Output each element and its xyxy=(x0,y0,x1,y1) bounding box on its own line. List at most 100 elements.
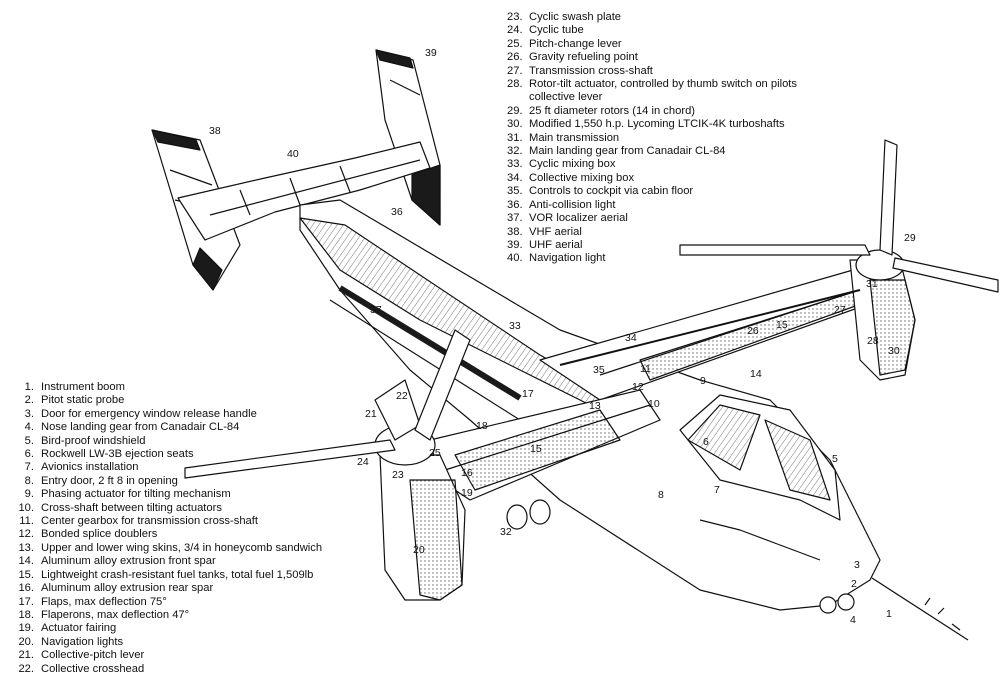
callout-24: 24 xyxy=(357,456,369,468)
callout-8: 8 xyxy=(658,489,664,501)
legend-item-number: 27. xyxy=(507,64,523,77)
legend-item-text: Main transmission xyxy=(529,131,620,144)
legend-item-number: 33. xyxy=(507,158,523,171)
legend-item-number: 3. xyxy=(24,407,34,420)
legend-item-text: Cyclic swash plate xyxy=(529,11,622,23)
legend-item: 33. Cyclic mixing box xyxy=(507,158,797,171)
legend-item-number: 9. xyxy=(24,488,34,501)
legend-item-number: 5. xyxy=(24,434,34,447)
callout-14: 14 xyxy=(750,368,762,380)
callout-35: 35 xyxy=(593,364,605,376)
legend-item-text: Transmission cross-shaft xyxy=(529,64,653,77)
legend-item: 36.Anti-collision light xyxy=(507,199,797,212)
legend-item-text: Collective mixing box xyxy=(529,171,635,184)
callout-40: 40 xyxy=(287,148,299,160)
legend-item-text: VOR localizer aerial xyxy=(529,212,628,225)
callout-30: 30 xyxy=(888,345,900,357)
legend-item: 14.Aluminum alloy extrusion front spar xyxy=(14,555,322,568)
legend-item: 25.Pitch-change lever xyxy=(507,38,797,51)
legend-item-text: Flaperons, max deflection 47° xyxy=(41,608,190,621)
legend-item-text: Rockwell LW-3B ejection seats xyxy=(41,448,194,461)
nose-landing-gear xyxy=(819,593,855,614)
legend-item: 40.Navigation light xyxy=(507,252,797,265)
legend-item: 22. Collective crosshead xyxy=(14,663,322,676)
callout-2: 2 xyxy=(851,578,857,590)
legend-item: 32. Main landing gear from Canadair CL-84 xyxy=(507,145,797,158)
legend-item: 7.Avionics installation xyxy=(14,461,322,474)
legend-item: 17.Flaps, max deflection 75° xyxy=(14,596,322,609)
legend-item-text: collective lever xyxy=(529,91,603,104)
callout-labels: 1 2 3 4 5 6 7 8 9 10 11 12 13 14 15 15 1… xyxy=(209,47,916,626)
legend-item-text: Actuator fairing xyxy=(41,622,117,635)
legend-item: 2.Pitot static probe xyxy=(14,394,322,407)
legend-item-number: 14. xyxy=(18,555,34,568)
legend-item-text: Cyclic mixing box xyxy=(529,158,616,171)
legend-item-number: 22. xyxy=(18,662,34,675)
transmission-cross-shaft xyxy=(559,289,861,366)
legend-item-number: 6. xyxy=(24,448,34,461)
legend-item-text: Controls to cockpit via cabin floor xyxy=(529,185,694,198)
left-engine-nacelle xyxy=(374,424,466,601)
legend-item: 26.Gravity refueling point xyxy=(507,51,797,64)
legend-item: 10.Cross-shaft between tilting actuators xyxy=(14,502,322,515)
legend-item-text: Door for emergency window release handle xyxy=(41,407,257,420)
legend-item-text: Modified 1,550 h.p. Lycoming LTCIK-4K tu… xyxy=(529,118,785,131)
legend-item-number: 38. xyxy=(507,225,523,238)
legend-item-text: 25 ft diameter rotors (14 in chord) xyxy=(529,104,696,117)
legend-item: 19. Actuator fairing xyxy=(14,622,322,635)
legend-item: 6. Rockwell LW-3B ejection seats xyxy=(14,448,322,461)
callout-15: 15 xyxy=(776,319,788,331)
legend-item-number: 36. xyxy=(507,198,523,211)
callout-34: 34 xyxy=(625,332,637,344)
right-vertical-fin xyxy=(375,49,441,226)
legend-item-number: 15. xyxy=(18,568,34,581)
callout-3: 3 xyxy=(854,559,860,571)
legend-item-number: 19. xyxy=(18,622,34,635)
callout-37: 37 xyxy=(370,304,382,316)
legend-item-text: Pitot static probe xyxy=(41,394,125,407)
callout-32: 32 xyxy=(500,526,512,538)
callout-21: 21 xyxy=(365,408,377,420)
legend-item-number: 25. xyxy=(507,37,523,50)
legend-item-number: 4. xyxy=(24,421,34,434)
legend-item: 15.Lightweight crash-resistant fuel tank… xyxy=(14,569,322,582)
legend-item: 39.UHF aerial xyxy=(507,239,797,252)
callout-19: 19 xyxy=(461,487,473,499)
legend-item-text: Cyclic tube xyxy=(529,24,584,37)
callout-31: 31 xyxy=(866,278,878,290)
cockpit-canopy xyxy=(679,394,841,561)
legend-item-number: 34. xyxy=(507,171,523,184)
callout-36: 36 xyxy=(391,206,403,218)
legend-item-number: 32. xyxy=(507,145,523,158)
legend-item-text: Avionics installation xyxy=(41,461,139,474)
legend-item-text: Collective-pitch lever xyxy=(41,649,145,662)
legend-item-text: Bird-proof windshield xyxy=(41,434,146,447)
callout-12: 12 xyxy=(632,381,644,393)
callout-25: 25 xyxy=(429,447,441,459)
left-rotor-blades xyxy=(184,329,471,479)
legend-item-text: Main landing gear from Canadair CL-84 xyxy=(529,145,726,158)
left-wing xyxy=(429,389,661,501)
callout-4: 4 xyxy=(850,614,856,626)
callout-9: 9 xyxy=(700,375,706,387)
legend-item: 31.Main transmission xyxy=(507,132,797,145)
legend-item-text: Phasing actuator for tilting mechanism xyxy=(41,488,231,501)
legend-item: 24. Cyclic tube xyxy=(507,24,797,37)
legend-item-number: 24. xyxy=(507,24,523,37)
legend-item-number: 29. xyxy=(507,104,523,117)
callout-33: 33 xyxy=(509,320,521,332)
legend-item-text: Gravity refueling point xyxy=(529,51,638,64)
legend-item-text: Bonded splice doublers xyxy=(41,528,158,541)
main-landing-gear xyxy=(506,499,551,530)
legend-item-number: 13. xyxy=(18,541,34,554)
legend-item-text: Collective crosshead xyxy=(41,662,145,675)
right-rotor-blades xyxy=(679,139,999,293)
legend-item-text: Navigation lights xyxy=(41,635,124,648)
legend-item-text: Aluminum alloy extrusion rear spar xyxy=(41,582,214,595)
legend-item-text: Center gearbox for transmission cross-sh… xyxy=(41,515,258,528)
legend-item: collective lever xyxy=(507,91,797,104)
legend-item: 18.Flaperons, max deflection 47° xyxy=(14,609,322,622)
horizontal-tailplane xyxy=(177,141,431,241)
legend-item: 29. 25 ft diameter rotors (14 in chord) xyxy=(507,105,797,118)
